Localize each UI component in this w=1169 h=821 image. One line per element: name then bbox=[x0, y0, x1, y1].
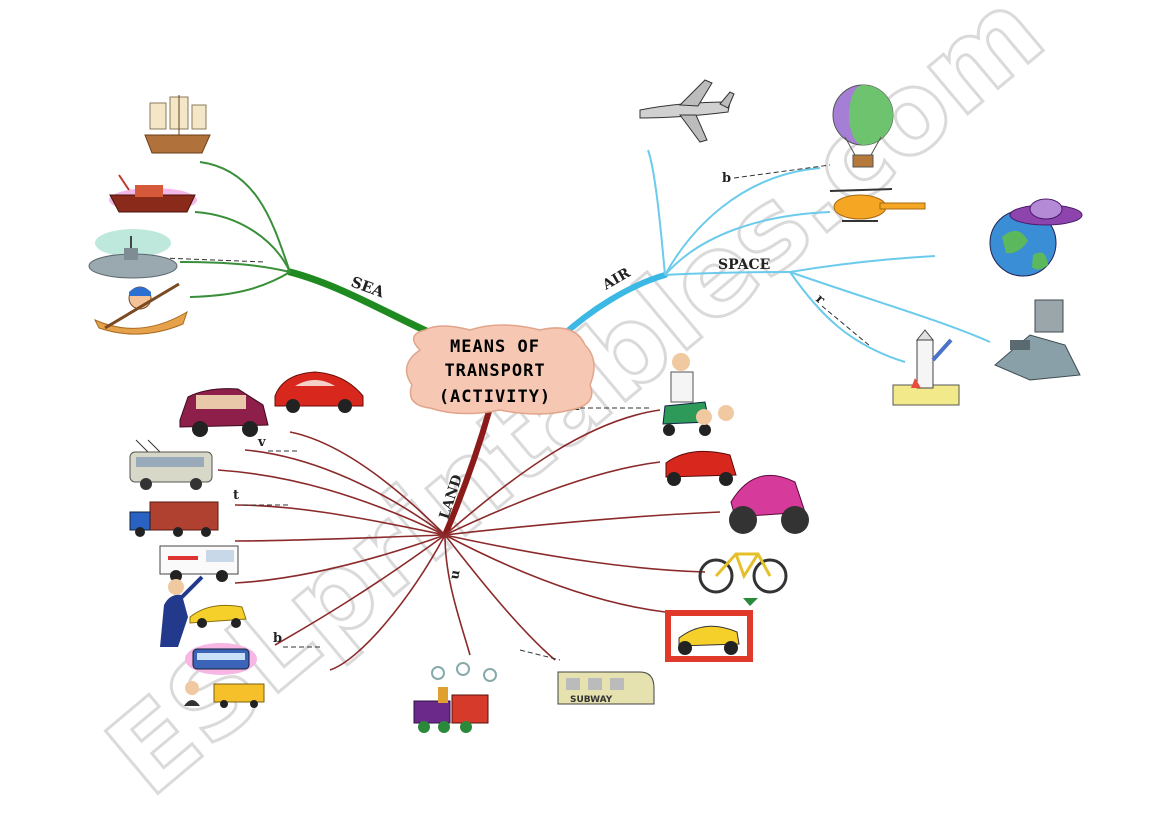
land-hint-t: t bbox=[233, 488, 239, 503]
motorcycle-icon bbox=[665, 610, 753, 662]
steam-train-icon bbox=[413, 662, 497, 733]
taxi-icon bbox=[160, 575, 247, 647]
land-hint-b: b bbox=[273, 631, 282, 646]
ambulance-icon bbox=[159, 545, 239, 582]
trolleybus-icon bbox=[129, 439, 213, 490]
kayak-icon bbox=[93, 282, 188, 335]
motorbike-icon bbox=[729, 474, 809, 534]
school-bus-icon bbox=[184, 681, 265, 708]
bus-icon bbox=[185, 643, 257, 675]
center-node: MEANS OF TRANSPORT (ACTIVITY) bbox=[405, 324, 595, 415]
airplane-icon bbox=[639, 79, 735, 143]
land-hint-v: v bbox=[257, 435, 266, 450]
truck-icon bbox=[129, 501, 219, 537]
center-title-line1: MEANS OF bbox=[450, 337, 540, 357]
sea-branch: SEA s bbox=[152, 161, 439, 339]
sports-car-icon bbox=[274, 371, 364, 413]
space-label: SPACE bbox=[718, 257, 770, 273]
flying-saucer-icon bbox=[989, 198, 1083, 277]
sailing-ship-icon bbox=[144, 95, 211, 154]
space-station-icon bbox=[994, 299, 1081, 381]
center-title-line3: (ACTIVITY) bbox=[439, 387, 551, 407]
motorbike-kids-icon bbox=[665, 405, 737, 486]
speedboat-icon bbox=[109, 174, 197, 213]
space-shuttle-icon bbox=[892, 329, 960, 406]
helicopter-icon bbox=[829, 188, 926, 222]
center-title-line2: TRANSPORT bbox=[444, 361, 545, 381]
car-icon bbox=[179, 388, 269, 437]
air-hint-b: b bbox=[722, 171, 731, 186]
air-branch: AIR SPACE b r bbox=[557, 149, 991, 363]
bicycle-icon bbox=[698, 552, 788, 606]
subway-sign: SUBWAY bbox=[570, 695, 613, 705]
submarine-icon bbox=[88, 229, 178, 279]
land-hint-u: u bbox=[447, 569, 463, 581]
hot-air-balloon-icon bbox=[832, 84, 894, 168]
subway-train-icon: SUBWAY bbox=[557, 671, 655, 705]
